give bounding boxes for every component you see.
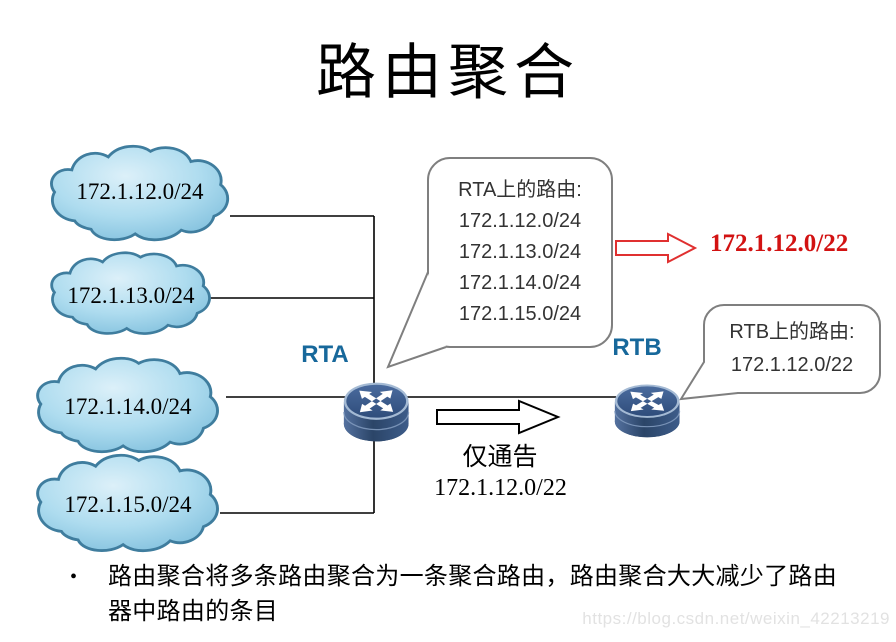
rtb-callout-title: RTB上的路由: [729,321,855,343]
rtb-routes-callout: RTB上的路由: 172.1.12.0/22 [704,305,880,393]
aggregated-route-text: 172.1.12.0/22 [710,230,849,257]
cloud-label-1: 172.1.12.0/24 [76,179,204,204]
rtb-speech-bubble [679,304,881,401]
cloud-label-3: 172.1.14.0/24 [64,394,192,419]
rta-route-3: 172.1.14.0/24 [458,272,582,294]
advertise-arrow-icon [436,399,561,435]
summary-bullet: • 路由聚合将多条路由聚合为一条聚合路由，路由聚合大大减少了路由器中路由的条目 [66,560,866,630]
bullet-marker: • [70,566,78,588]
rtb-route-1: 172.1.12.0/22 [730,354,854,376]
cloud-label-4: 172.1.15.0/24 [64,492,192,517]
rta-route-1: 172.1.12.0/24 [458,210,582,232]
rtb-bubble-tail [679,361,739,401]
advertise-caption: 仅通告 [462,444,538,471]
rta-route-2: 172.1.13.0/24 [458,241,582,263]
advertise-route: 172.1.12.0/22 [434,475,567,501]
router-icon-rta [344,383,409,442]
router-label-rta: RTA [301,341,349,368]
rta-speech-bubble [386,157,613,369]
router-label-rtb: RTB [612,334,662,361]
watermark: https://blog.csdn.net/weixin_42213219 [582,609,890,628]
rta-bubble-tail [386,271,447,369]
cloud-label-2: 172.1.13.0/24 [67,283,195,308]
router-icon-rtb [615,384,680,437]
page-title: 路由聚合 [316,40,580,106]
rta-routes-callout: RTA上的路由: 172.1.12.0/24 172.1.13.0/24 172… [428,158,612,347]
aggregate-arrow-icon [615,232,698,264]
rta-route-4: 172.1.15.0/24 [458,303,582,325]
network-links [210,215,616,514]
bullet-text: 路由聚合将多条路由聚合为一条聚合路由，路由聚合大大减少了路由器中路由的条目 [108,564,837,625]
rta-callout-title: RTA上的路由: [458,179,582,201]
